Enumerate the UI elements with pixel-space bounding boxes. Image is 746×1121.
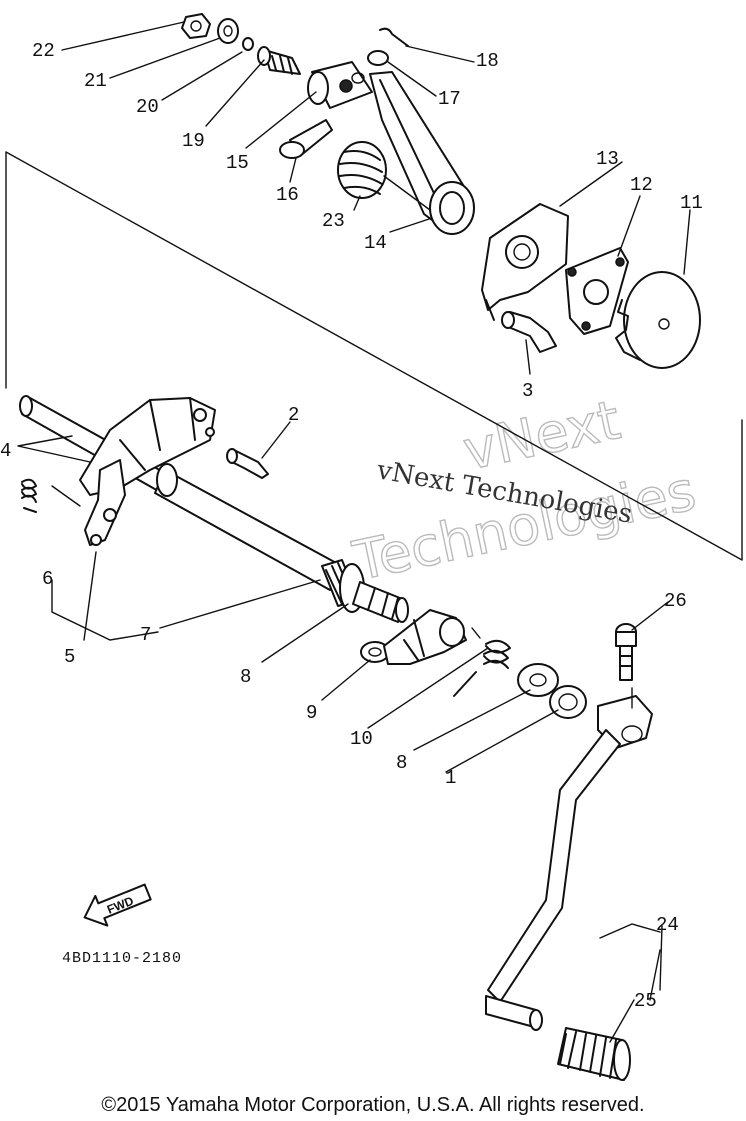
arm-part-14 xyxy=(369,71,475,235)
leader-lines xyxy=(17,21,691,1043)
label-part-4: 4 xyxy=(0,440,11,462)
plate-part-13 xyxy=(481,203,569,321)
label-part-10: 10 xyxy=(350,728,373,750)
label-part-6: 6 xyxy=(42,568,53,590)
pin-part-2 xyxy=(226,448,269,479)
assembly-bounding-box xyxy=(5,151,743,561)
label-part-5: 5 xyxy=(64,646,75,668)
joint-part-15 xyxy=(307,61,373,109)
spring-part-10b xyxy=(453,627,511,697)
label-part-2: 2 xyxy=(288,404,299,426)
label-part-16: 16 xyxy=(276,184,299,206)
label-part-12: 12 xyxy=(630,174,653,196)
label-part-8-upper: 8 xyxy=(240,666,251,688)
label-part-23: 23 xyxy=(322,210,345,232)
pedal-part-24 xyxy=(485,695,653,1031)
nut-part-22 xyxy=(181,13,211,39)
clip-part-18 xyxy=(379,27,409,47)
spring-part-23 xyxy=(337,141,431,211)
label-part-14: 14 xyxy=(364,232,387,254)
shift-shaft-assembly xyxy=(19,395,409,623)
label-part-7: 7 xyxy=(140,624,151,646)
label-part-11: 11 xyxy=(680,192,703,214)
washer-part-17 xyxy=(367,50,389,66)
bolt-part-26 xyxy=(615,623,637,681)
washer-part-21 xyxy=(217,18,239,44)
label-part-22: 22 xyxy=(32,40,55,62)
label-part-25: 25 xyxy=(634,990,657,1012)
label-part-8-lower: 8 xyxy=(396,752,407,774)
label-part-15: 15 xyxy=(226,152,249,174)
label-part-1: 1 xyxy=(445,767,456,789)
fwd-arrow-icon: FWD xyxy=(83,883,152,927)
copyright-footer: ©2015 Yamaha Motor Corporation, U.S.A. A… xyxy=(101,1094,645,1116)
rubber-part-25 xyxy=(557,1027,631,1081)
pin-part-16 xyxy=(279,119,333,159)
label-part-20: 20 xyxy=(136,96,159,118)
fwd-label: FWD xyxy=(105,893,136,916)
label-part-19: 19 xyxy=(182,130,205,152)
label-part-18: 18 xyxy=(476,50,499,72)
label-part-21: 21 xyxy=(84,70,107,92)
label-part-24: 24 xyxy=(656,914,679,936)
arm-part-10 xyxy=(383,609,467,665)
ring-part-20 xyxy=(242,37,254,51)
label-part-26: 26 xyxy=(664,590,687,612)
part-labels: 1 2 3 4 5 6 7 8 8 9 10 11 12 13 14 15 16… xyxy=(0,40,703,1012)
label-part-3: 3 xyxy=(522,380,533,402)
label-part-17: 17 xyxy=(438,88,461,110)
label-part-9: 9 xyxy=(306,702,317,724)
plate-part-12 xyxy=(565,247,629,335)
bolt-part-19 xyxy=(257,46,301,75)
washer-part-8 xyxy=(517,663,559,697)
segment-part-11 xyxy=(615,271,701,369)
label-part-13: 13 xyxy=(596,148,619,170)
spring-part-6 xyxy=(21,478,37,513)
watermark-vnext: vNext xyxy=(458,388,625,482)
figure-code: 4BD1110-2180 xyxy=(62,950,182,967)
bolt-part-3 xyxy=(501,311,557,353)
washer-part-9 xyxy=(360,641,390,663)
seal-part-1 xyxy=(549,685,587,719)
